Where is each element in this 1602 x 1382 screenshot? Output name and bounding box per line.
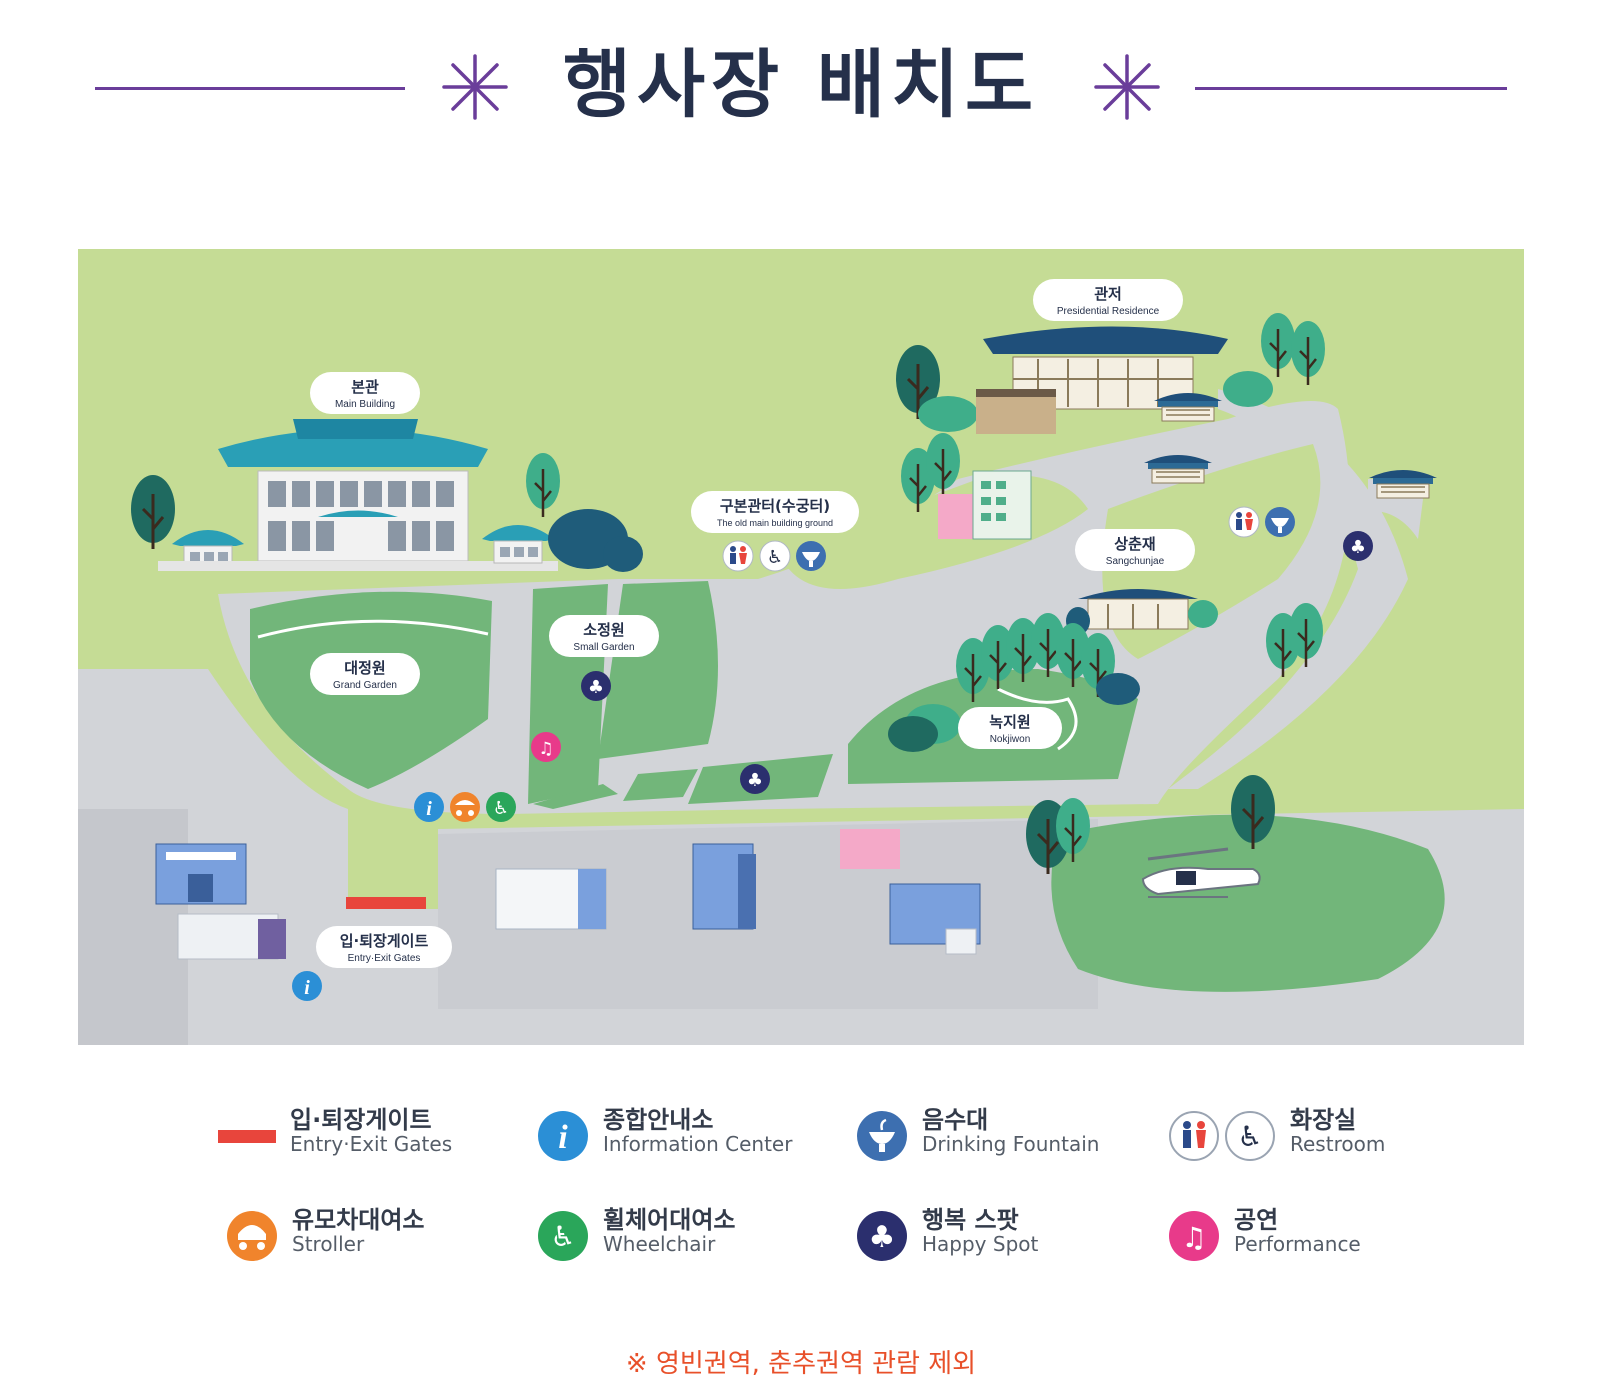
wheelchair-icon: ♿ xyxy=(486,792,516,822)
legend-label-ko: 유모차대여소 xyxy=(292,1206,425,1234)
helicopter-icon xyxy=(1141,847,1261,898)
legend-item-gate: 입·퇴장게이트 Entry·Exit Gates xyxy=(218,1100,468,1170)
wheelchair-icon: ♿ xyxy=(538,1211,588,1261)
info-icon: i xyxy=(292,971,322,1001)
music-icon: ♫ xyxy=(1169,1211,1219,1261)
legend-label-ko: 휠체어대여소 xyxy=(603,1206,736,1234)
label-entry-gate: 입·퇴장게이트 Entry·Exit Gates xyxy=(316,926,452,968)
svg-text:♣: ♣ xyxy=(588,677,604,698)
right-divider-line xyxy=(1195,87,1507,90)
svg-text:Grand Garden: Grand Garden xyxy=(333,680,397,691)
restroom-icon xyxy=(1169,1111,1219,1161)
label-main-building: 본관 Main Building xyxy=(310,372,420,414)
legend-label-en: Information Center xyxy=(603,1132,793,1156)
fountain-icon xyxy=(1265,507,1295,537)
svg-text:♣: ♣ xyxy=(869,1220,896,1255)
svg-text:관저: 관저 xyxy=(1094,285,1122,303)
legend-label-ko: 공연 xyxy=(1234,1206,1279,1234)
stroller-icon xyxy=(227,1211,277,1261)
fountain-icon xyxy=(857,1111,907,1161)
legend-item-performance: ♫ 공연 Performance xyxy=(1168,1200,1408,1270)
legend-label-en: Entry·Exit Gates xyxy=(290,1132,453,1156)
legend-label-en: Restroom xyxy=(1290,1132,1386,1156)
label-small-garden: 소정원 Small Garden xyxy=(549,615,659,657)
label-grand-garden: 대정원 Grand Garden xyxy=(310,653,420,695)
svg-text:i: i xyxy=(426,798,432,820)
legend-label-ko: 종합안내소 xyxy=(603,1106,714,1134)
label-old-main-site: 구본관터(수궁터) The old main building ground xyxy=(691,491,859,533)
fountain-icon xyxy=(796,541,826,571)
exclusion-note: ※ 영빈권역, 춘추권역 관람 제외 xyxy=(625,1349,977,1379)
legend-label-en: Stroller xyxy=(292,1232,365,1256)
legend: 입·퇴장게이트 Entry·Exit Gates i 종합안내소 Informa… xyxy=(0,1080,1602,1280)
clover-icon: ♣ xyxy=(740,764,770,794)
info-icon: i xyxy=(414,792,444,822)
restroom-icon xyxy=(1228,506,1260,538)
legend-label-en: Wheelchair xyxy=(603,1232,716,1256)
label-residence: 관저 Presidential Residence xyxy=(1033,279,1183,321)
legend-label-en: Drinking Fountain xyxy=(922,1132,1100,1156)
svg-text:구본관터(수궁터): 구본관터(수궁터) xyxy=(720,497,830,515)
clover-icon: ♣ xyxy=(1343,531,1373,561)
svg-text:♿: ♿ xyxy=(550,1220,575,1253)
legend-item-stroller: 유모차대여소 Stroller xyxy=(226,1200,476,1270)
svg-text:♿: ♿ xyxy=(767,547,783,568)
legend-label-ko: 화장실 xyxy=(1290,1106,1357,1134)
svg-text:i: i xyxy=(304,977,310,999)
venue-map: 본관 Main Building 관저 Presidential Residen… xyxy=(78,249,1524,1045)
legend-label-ko: 행복 스팟 xyxy=(922,1206,1019,1234)
svg-text:Sangchunjae: Sangchunjae xyxy=(1106,556,1165,567)
svg-text:♿: ♿ xyxy=(493,798,509,819)
svg-text:소정원: 소정원 xyxy=(583,621,624,639)
wheelchair-icon: ♿ xyxy=(759,540,791,572)
legend-label-ko: 입·퇴장게이트 xyxy=(290,1106,432,1134)
legend-item-restroom: ♿ 화장실 Restroom xyxy=(1168,1100,1408,1170)
restroom-icon xyxy=(722,540,754,572)
right-asterisk-icon xyxy=(1094,54,1160,120)
label-nokjiwon: 녹지원 Nokjiwon xyxy=(958,707,1062,749)
entry-gate-bar xyxy=(346,897,426,909)
clover-icon: ♣ xyxy=(581,671,611,701)
svg-text:i: i xyxy=(558,1119,568,1156)
svg-text:대정원: 대정원 xyxy=(344,659,385,677)
wheelchair-icon: ♿ xyxy=(1225,1111,1275,1161)
page-title: 행사장 배치도 xyxy=(562,42,1040,128)
legend-item-wheelchair: ♿ 휠체어대여소 Wheelchair xyxy=(537,1200,787,1270)
clover-icon: ♣ xyxy=(857,1211,907,1261)
svg-text:♫: ♫ xyxy=(1181,1221,1206,1254)
svg-text:상춘재: 상춘재 xyxy=(1114,535,1155,553)
left-asterisk-icon xyxy=(442,54,508,120)
music-icon: ♫ xyxy=(531,732,561,762)
svg-text:Presidential Residence: Presidential Residence xyxy=(1057,306,1160,317)
svg-text:녹지원: 녹지원 xyxy=(989,713,1030,731)
svg-text:Nokjiwon: Nokjiwon xyxy=(990,734,1031,745)
legend-item-info: i 종합안내소 Information Center xyxy=(537,1100,797,1170)
svg-text:Entry·Exit Gates: Entry·Exit Gates xyxy=(348,953,421,964)
svg-text:입·퇴장게이트: 입·퇴장게이트 xyxy=(340,932,429,950)
legend-item-fountain: 음수대 Drinking Fountain xyxy=(856,1100,1116,1170)
page-header: 행사장 배치도 xyxy=(0,0,1602,200)
svg-text:The old main building ground: The old main building ground xyxy=(717,518,833,528)
legend-item-happy-spot: ♣ 행복 스팟 Happy Spot xyxy=(856,1200,1106,1270)
legend-label-en: Happy Spot xyxy=(922,1232,1039,1256)
svg-text:본관: 본관 xyxy=(351,378,379,396)
svg-text:♿: ♿ xyxy=(1237,1120,1262,1153)
legend-label-en: Performance xyxy=(1234,1232,1361,1256)
left-divider-line xyxy=(95,87,405,90)
info-icon: i xyxy=(538,1111,588,1161)
svg-text:Main Building: Main Building xyxy=(335,399,395,410)
label-sangchunjae: 상춘재 Sangchunjae xyxy=(1075,529,1195,571)
legend-label-ko: 음수대 xyxy=(922,1106,989,1134)
svg-text:Small Garden: Small Garden xyxy=(573,642,634,653)
svg-text:♫: ♫ xyxy=(538,739,553,759)
stroller-icon xyxy=(450,792,480,822)
gate-bar-icon xyxy=(218,1130,276,1143)
svg-text:♣: ♣ xyxy=(747,770,763,791)
svg-text:♣: ♣ xyxy=(1350,537,1366,558)
